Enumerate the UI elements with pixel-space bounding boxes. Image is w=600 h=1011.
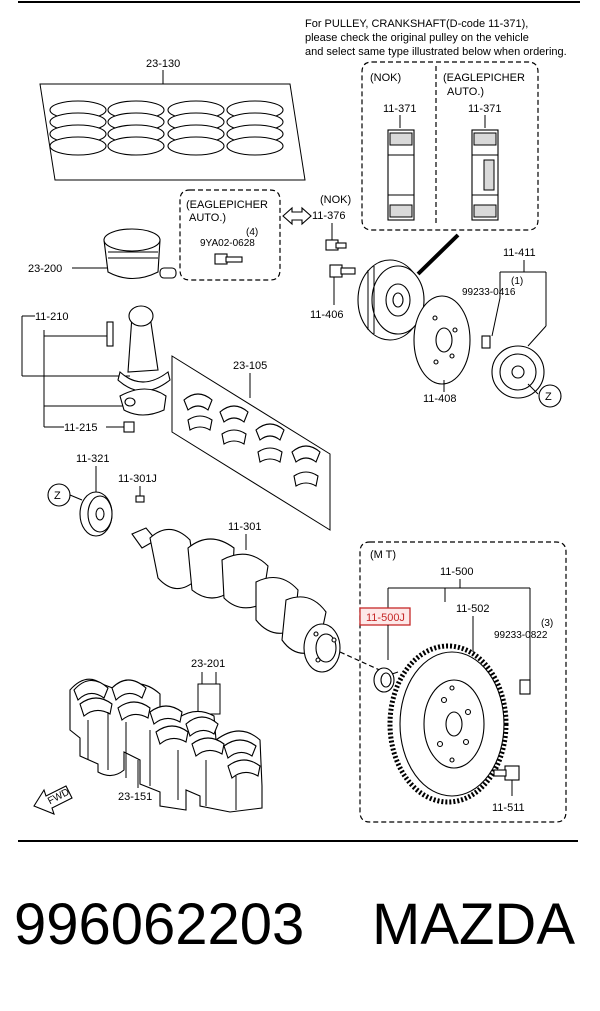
nok-bolt-group: (NOK) 11-376 — [312, 194, 351, 251]
connecting-rod-group: 11-210 11-215 — [21, 305, 171, 434]
label-11-502[interactable]: 11-502 — [456, 603, 489, 615]
label-23-151[interactable]: 23-151 — [118, 791, 152, 803]
bearing-shells-upper — [183, 393, 321, 487]
flywheel — [387, 643, 509, 805]
flywheel-bolt — [493, 765, 520, 796]
timing-plate-group: 11-411 (1) 99233-0416 Z — [462, 247, 562, 408]
z-marker-1 — [538, 384, 562, 408]
label-23-130[interactable]: 23-130 — [146, 58, 180, 70]
label-11-210[interactable]: 11-210 — [35, 311, 68, 323]
bearing-set-23-105: 23-105 — [171, 355, 331, 531]
pulley-section-eaglepicher — [471, 129, 499, 221]
qty-1: (1) — [511, 276, 523, 287]
piston-ring-set-4 — [226, 100, 284, 156]
label-99233-0416[interactable]: 99233-0416 — [462, 287, 516, 298]
bolt-box-title-line2: AUTO.) — [189, 212, 226, 224]
label-11-301j[interactable]: 11-301J — [118, 473, 157, 485]
piston-ring-set-1 — [49, 100, 107, 156]
pulley-options-box: (NOK) (EAGLEPICHER AUTO.) 11-371 11-371 — [361, 61, 539, 231]
bolt-box-title-line1: (EAGLEPICHER — [186, 199, 268, 211]
equivalence-arrow — [282, 206, 312, 226]
eaglepicher-label-line2: AUTO.) — [447, 86, 484, 98]
crank-key-group: 11-301J — [118, 473, 157, 503]
note-line-1: For PULLEY, CRANKSHAFT(D-code 11-371), — [305, 18, 528, 30]
z-label-2: Z — [54, 490, 61, 502]
label-23-105[interactable]: 23-105 — [233, 360, 267, 372]
eaglepicher-label-line1: (EAGLEPICHER — [443, 72, 525, 84]
note-line-3: and select same type illustrated below w… — [305, 46, 567, 58]
pilot-bearing — [373, 667, 399, 693]
label-11-500j[interactable]: 11-500J — [366, 612, 405, 624]
piston-group: 23-200 — [28, 228, 177, 280]
footer: 996062203 MAZDA — [0, 840, 600, 1011]
piston-ring-set-3 — [167, 100, 225, 156]
label-11-301[interactable]: 11-301 — [228, 521, 261, 533]
label-9ya02-0628[interactable]: 9YA02-0628 — [200, 238, 255, 249]
pulley-bolt-group: 11-406 — [310, 264, 356, 321]
label-11-511[interactable]: 11-511 — [492, 802, 525, 814]
label-11-215[interactable]: 11-215 — [64, 422, 97, 434]
label-99233-0822[interactable]: 99233-0822 — [494, 630, 548, 641]
crankshaft-pulley — [357, 259, 425, 341]
label-11-408[interactable]: 11-408 — [423, 393, 456, 405]
pulley-section-nok — [387, 129, 415, 221]
brand-name: MAZDA — [372, 892, 575, 957]
main-bearings-group: 23-201 23-151 — [69, 658, 263, 813]
label-23-201[interactable]: 23-201 — [191, 658, 225, 670]
label-11-500[interactable]: 11-500 — [440, 566, 473, 578]
piston-ring-set-2 — [107, 100, 165, 156]
main-bearing-stack — [69, 678, 263, 813]
fwd-arrow: FWD — [33, 785, 73, 815]
highlight-box-11-500j — [359, 607, 411, 626]
label-11-371-eaglepicher[interactable]: 11-371 — [468, 103, 501, 115]
mt-flywheel-box: (M T) 11-500 11-500J 11-502 (3) 99233-08… — [359, 541, 567, 823]
bolt-qty: (4) — [246, 227, 258, 238]
z-label-1: Z — [545, 391, 552, 403]
label-23-200[interactable]: 23-200 — [28, 263, 62, 275]
pulley-note: For PULLEY, CRANKSHAFT(D-code 11-371), p… — [305, 18, 567, 58]
nok-bolt-label: (NOK) — [320, 194, 351, 206]
crankshaft: 11-301 — [131, 521, 385, 673]
qty-3: (3) — [541, 618, 553, 629]
mt-title: (M T) — [370, 549, 396, 561]
label-11-406[interactable]: 11-406 — [310, 309, 343, 321]
label-11-321[interactable]: 11-321 — [76, 453, 109, 465]
pulley-plate-11-408: 11-408 — [413, 295, 471, 405]
footer-divider — [18, 840, 578, 842]
label-11-411[interactable]: 11-411 — [503, 247, 536, 259]
crank-sprocket-group: 11-321 Z — [47, 453, 113, 537]
note-line-2: please check the original pulley on the … — [305, 32, 529, 44]
part-number: 996062203 — [14, 892, 305, 957]
piston-rings-group: 23-130 — [39, 58, 306, 181]
label-11-371-nok[interactable]: 11-371 — [383, 103, 416, 115]
nok-label: (NOK) — [370, 72, 401, 84]
bolt-options-box: (EAGLEPICHER AUTO.) (4) 9YA02-0628 — [179, 189, 281, 281]
label-11-376[interactable]: 11-376 — [312, 210, 345, 222]
